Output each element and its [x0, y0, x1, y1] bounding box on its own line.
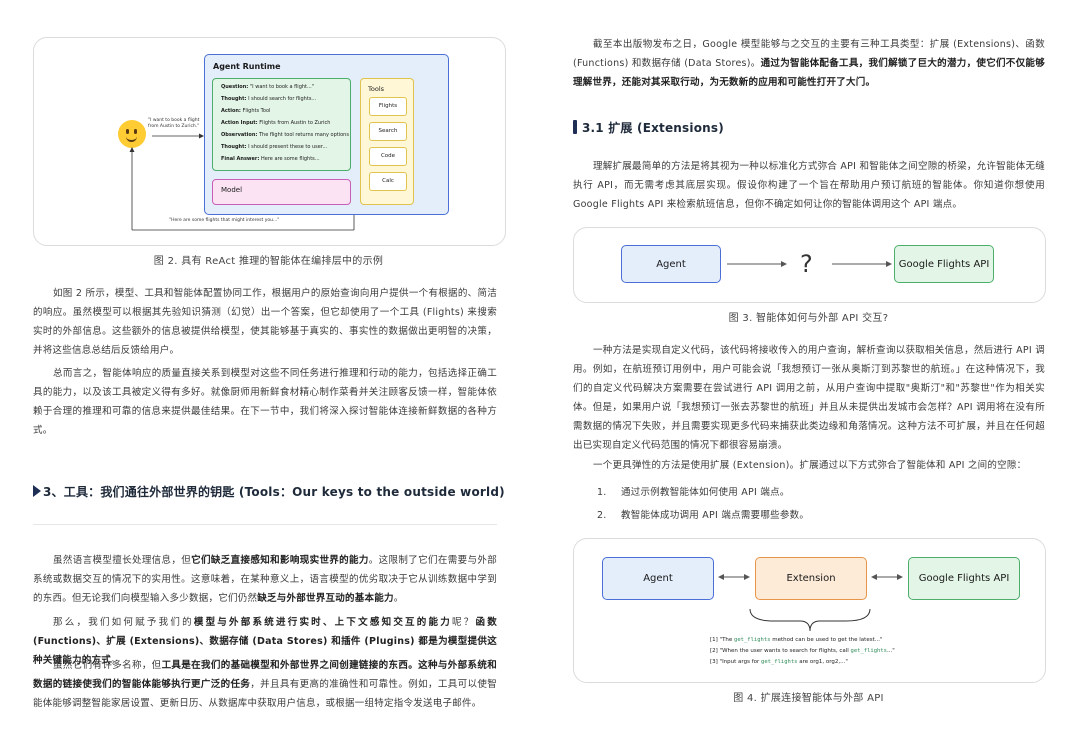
left-paragraph-2: 总而言之，智能体响应的质量直接关系到模型对这些不同任务进行推理和行动的能力，包括…: [33, 368, 497, 436]
list-item: 1.通过示例教智能体如何使用 API 端点。: [597, 487, 790, 498]
right-paragraph-2: 理解扩展最简单的方法是将其视为一种以标准化方式弥合 API 和智能体之间空隙的桥…: [573, 161, 1045, 210]
extension-box: Extension: [755, 557, 867, 600]
list-item: 2.教智能体成功调用 API 端点需要哪些参数。: [597, 510, 810, 521]
trace-line: Observation: The flight tool returns man…: [221, 132, 349, 138]
tool-calc: Calc: [369, 172, 407, 191]
tools-panel: Tools Flights Search Code Calc: [360, 78, 414, 205]
agent-runtime-box: Agent Runtime Question: "I want to book …: [204, 54, 449, 215]
trace-box: Question: "I want to book a flight..." T…: [212, 78, 351, 171]
heading-marker-icon: [33, 485, 41, 497]
left-paragraph-3: 虽然语言模型擅长处理信息，但它们缺乏直接感知和影响现实世界的能力。这限制了它们在…: [33, 555, 497, 604]
right-paragraph-3: 一种方法是实现自定义代码，该代码将接收传入的用户查询，解析查询以获取相关信息，然…: [573, 345, 1045, 451]
user-query-note: "I want to book a flight from Austin to …: [148, 118, 200, 129]
trace-line: Thought: I should present these to user.…: [221, 144, 328, 150]
extension-example-note: [3] "Input args for get_flights are org1…: [710, 659, 848, 665]
right-page: 截至本出版物发布之日，Google 模型能够与之交互的主要有三种工具类型：扩展 …: [540, 0, 1080, 734]
user-reply-note: "Here are some flights that might intere…: [169, 218, 280, 223]
section-rule: [33, 524, 497, 525]
figure-3-card: Agent ? Google Flights API: [573, 227, 1046, 303]
model-box: Model: [212, 179, 351, 205]
section-3-1-heading: 3.1 扩展 (Extensions): [573, 119, 873, 136]
left-page: "I want to book a flight from Austin to …: [33, 37, 513, 709]
agent-box: Agent: [621, 245, 721, 283]
figure-3-arrows: [727, 261, 892, 267]
google-flights-api-box: Google Flights API: [894, 245, 994, 283]
runtime-title: Agent Runtime: [213, 62, 281, 71]
left-paragraph-5: 虽然它们有许多名称，但工具是在我们的基础模型和外部世界之间创建链接的东西。这种与…: [33, 660, 497, 709]
trace-line: Action Input: Flights from Austin to Zur…: [221, 120, 331, 126]
figure-2-caption: 图 2. 具有 ReAct 推理的智能体在编排层中的示例: [153, 256, 384, 267]
tool-search: Search: [369, 122, 407, 141]
trace-line: Final Answer: Here are some flights...: [221, 156, 320, 162]
tools-title: Tools: [368, 85, 385, 93]
user-emoji-icon: [118, 120, 146, 148]
trace-line: Thought: I should search for flights...: [221, 96, 317, 102]
agent-box: Agent: [602, 557, 714, 600]
right-paragraph-4: 一个更具弹性的方法是使用扩展 (Extension)。扩展通过以下方式弥合了智能…: [593, 460, 1027, 471]
left-paragraph-4: 那么，我们如何赋予我们的模型与外部系统进行实时、上下文感知交互的能力呢？函数 (…: [33, 617, 497, 666]
figure-4-card: Agent Extension Google Flights API [1] "…: [573, 538, 1046, 683]
extension-example-note: [1] "The get_flights method can be used …: [710, 637, 883, 643]
tool-flights: Flights: [369, 97, 407, 116]
extension-example-note: [2] "When the user wants to search for f…: [710, 648, 895, 654]
trace-line: Action: Flights Tool: [221, 108, 271, 114]
heading-bar-icon: [573, 120, 577, 134]
figure-4-caption: 图 4. 扩展连接智能体与外部 API: [733, 693, 884, 704]
google-flights-api-box: Google Flights API: [908, 557, 1020, 600]
unknown-question-mark: ?: [800, 250, 813, 278]
trace-line: Question: "I want to book a flight...": [221, 84, 315, 90]
right-paragraph-1: 截至本出版物发布之日，Google 模型能够与之交互的主要有三种工具类型：扩展 …: [573, 39, 1045, 88]
tool-code: Code: [369, 147, 407, 166]
figure-3-caption: 图 3. 智能体如何与外部 API 交互?: [728, 313, 889, 324]
model-label: Model: [221, 186, 243, 194]
figure-2-card: "I want to book a flight from Austin to …: [33, 37, 506, 246]
left-paragraph-1: 如图 2 所示，模型、工具和智能体配置协同工作，根据用户的原始查询向用户提供一个…: [33, 288, 497, 356]
section-3-heading: 3、工具：我们通往外部世界的钥匙 (Tools：Our keys to the …: [33, 483, 513, 500]
figure-4-arrows: [718, 574, 903, 632]
